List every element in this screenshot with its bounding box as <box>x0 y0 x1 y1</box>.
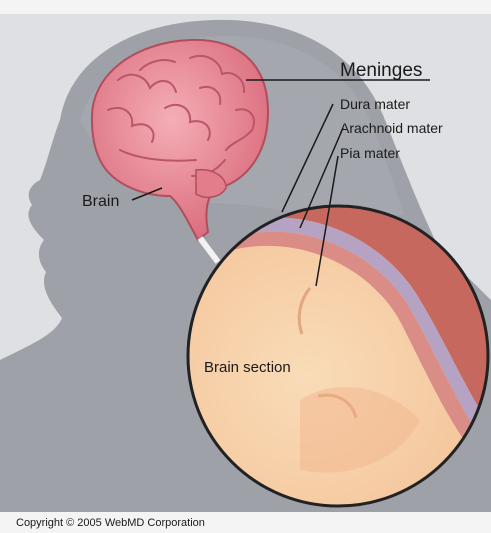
copyright-text: Copyright © 2005 WebMD Corporation <box>16 517 205 529</box>
label-brain: Brain <box>82 193 119 210</box>
label-arachnoid: Arachnoid mater <box>340 120 443 136</box>
label-dura: Dura mater <box>340 96 410 112</box>
top-strip <box>0 0 491 14</box>
label-brain-section: Brain section <box>204 359 291 376</box>
label-pia: Pia mater <box>340 145 400 161</box>
label-meninges: Meninges <box>340 60 422 81</box>
